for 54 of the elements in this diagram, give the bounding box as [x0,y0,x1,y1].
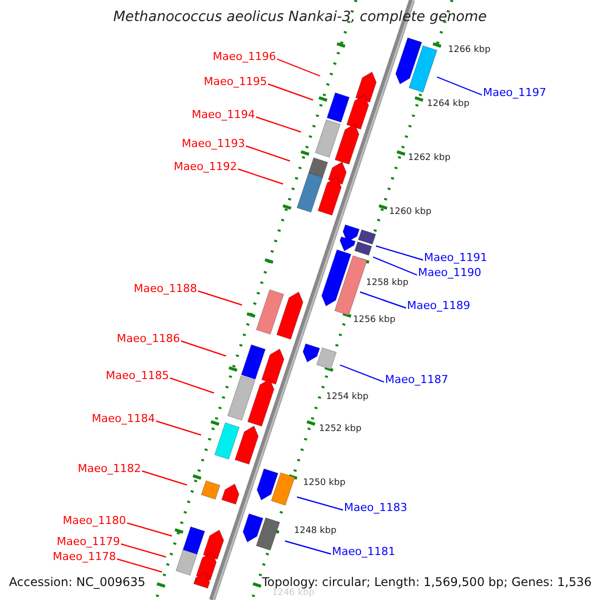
gene-label: Maeo_1184 [92,412,155,426]
gene-label: Maeo_1183 [344,501,408,515]
leader-line [284,540,332,555]
scale-label: 1248 kbp [294,525,336,538]
scale-label: 1262 kbp [408,152,450,165]
leader-line [156,420,202,436]
scale-label: 1246 kbp [272,588,314,600]
leader-line [360,291,406,309]
leader-line [142,470,188,486]
genome-stats-label: Topology: circular; Length: 1,569,500 bp; Genes: 1,536 [262,575,592,589]
gene-label: Maeo_1193 [182,137,245,151]
gene-label: Maeo_1187 [385,373,448,387]
leader-line [372,256,418,276]
gene-label: Maeo_1185 [106,369,169,383]
gene-label: Maeo_1182 [78,462,141,476]
scale-label: 1260 kbp [389,206,432,219]
leader-line [180,340,226,357]
leader-line [268,83,314,101]
map-title: Methanococcus aeolicus Nankai-3, complete genome [112,10,488,24]
scale-label: 1264 kbp [427,98,470,111]
gene-label: Maeo_1197 [483,86,546,100]
scale-label: 1252 kbp [319,423,362,436]
leader-line [340,364,384,383]
gene-label: Maeo_1179 [56,535,120,549]
gene-label: Maeo_1191 [424,251,488,265]
scale-label: 1250 kbp [303,477,346,490]
gene-label: Maeo_1192 [174,160,237,174]
leader-line [256,116,302,133]
gene-label: Maeo_1189 [407,299,470,313]
gene-label: Maeo_1196 [212,50,276,64]
leader-line [296,496,344,511]
scale-label: 1258 kbp [366,277,408,290]
scale-label: 1266 kbp [448,44,490,57]
leader-line [120,543,166,558]
leader-line [436,76,482,96]
accession-label: Accession: NC_009635 [9,575,146,589]
gene-label: Maeo_1194 [192,108,255,122]
gene-label: Maeo_1188 [134,282,197,296]
leader-line [126,522,172,537]
gene-label: Maeo_1186 [116,332,180,346]
gene-label: Maeo_1178 [52,550,116,564]
leader-line [170,377,214,394]
leader-line [116,558,162,573]
leader-line [376,245,424,261]
leader-line [238,168,284,185]
leader-line [198,290,242,306]
gene-label: Maeo_1195 [204,75,267,89]
leader-line [276,58,320,77]
scale-label: 1254 kbp [326,391,368,404]
gene-label: Maeo_1190 [418,266,482,280]
gene-label: Maeo_1180 [62,514,126,528]
scale-label: 1256 kbp [353,314,396,327]
gene-label: Maeo_1181 [332,545,396,559]
leader-line [246,145,290,162]
